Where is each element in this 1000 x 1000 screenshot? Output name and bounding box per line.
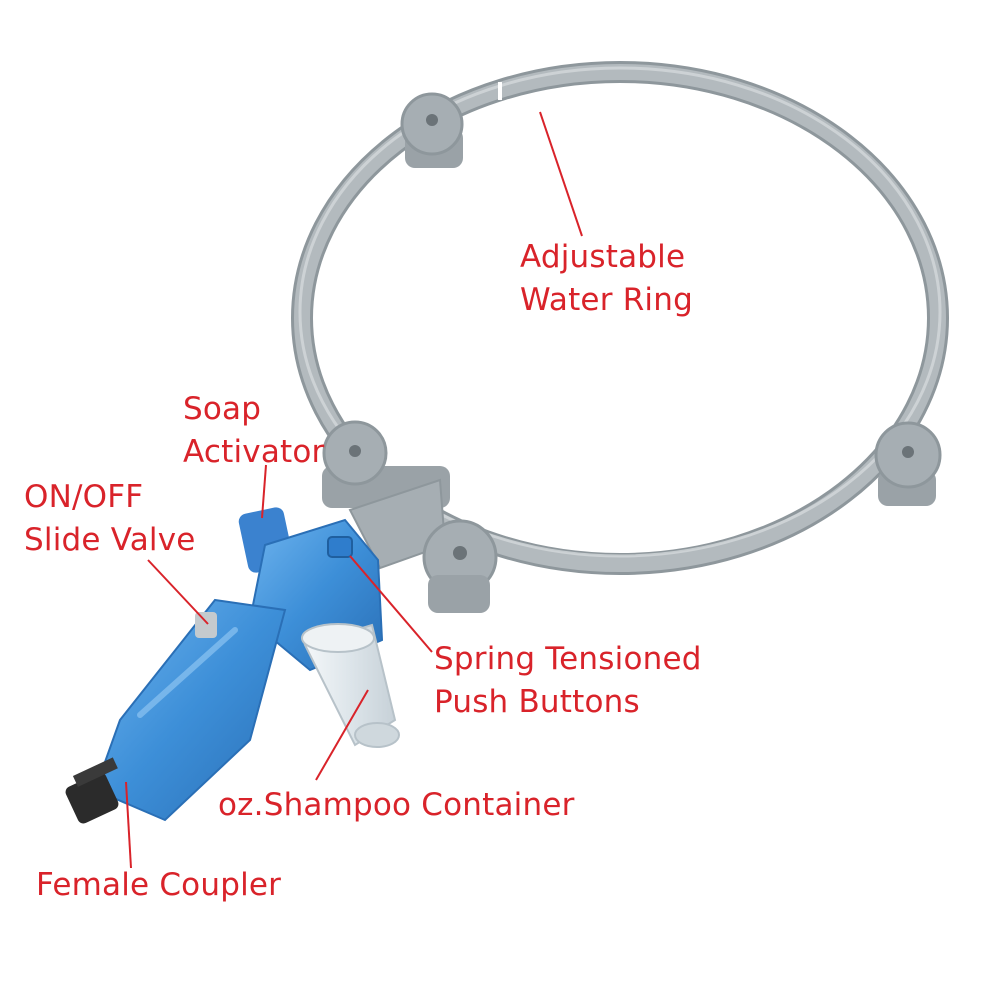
label-line: Push Buttons [434, 684, 640, 720]
label-on-off-slide-valve: ON/OFF Slide Valve [24, 476, 196, 562]
label-line: Spring Tensioned [434, 641, 702, 677]
label-shampoo-container: oz.Shampoo Container [218, 784, 575, 827]
ring-connector-top [400, 92, 464, 168]
label-line: Female Coupler [36, 867, 282, 903]
shampoo-container [301, 623, 400, 748]
label-line: Water Ring [520, 282, 693, 318]
ring-hub [322, 420, 498, 613]
label-spring-tensioned-push-buttons: Spring Tensioned Push Buttons [434, 638, 702, 724]
label-soap-activator: Soap Activator [183, 388, 324, 474]
label-line: ON/OFF [24, 479, 144, 515]
female-coupler [65, 757, 119, 824]
callout-leaders [125, 111, 583, 869]
label-line: Slide Valve [24, 522, 196, 558]
label-line: oz.Shampoo Container [218, 787, 575, 823]
label-adjustable-water-ring: Adjustable Water Ring [520, 236, 693, 322]
water-ring [291, 61, 949, 575]
ring-connector-right [874, 421, 942, 506]
label-female-coupler: Female Coupler [36, 864, 281, 907]
label-line: Adjustable [520, 239, 686, 275]
label-line: Soap [183, 391, 262, 427]
label-line: Activator [183, 434, 325, 470]
